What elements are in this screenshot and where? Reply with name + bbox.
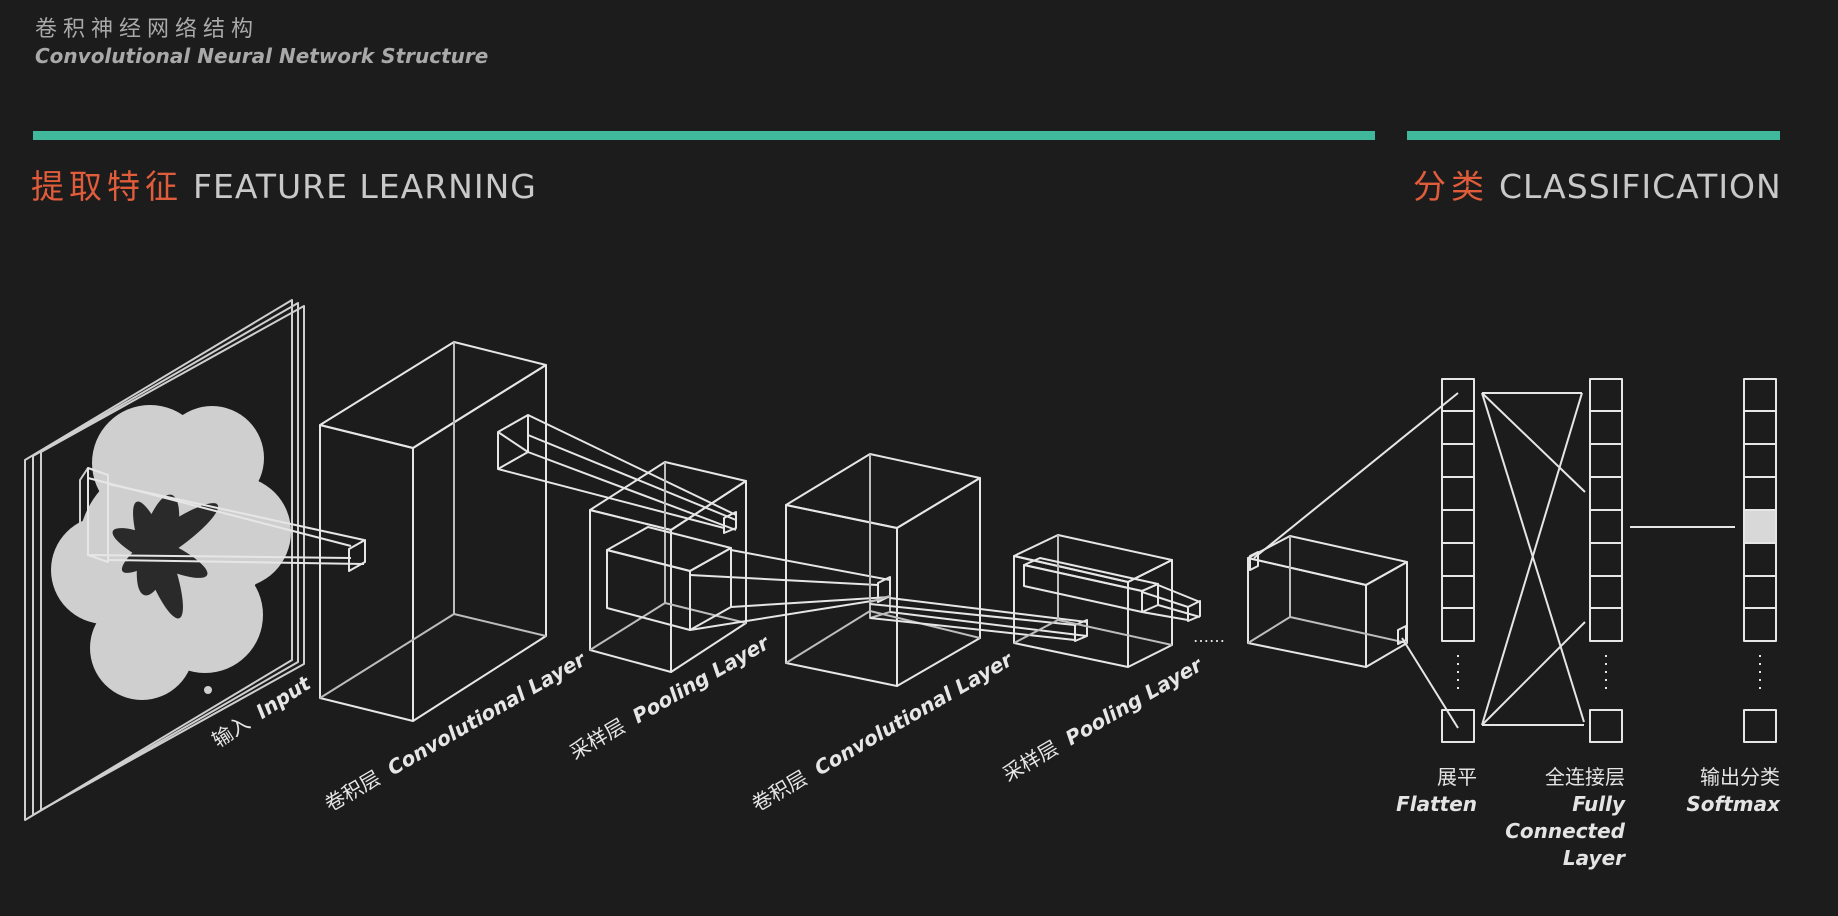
classification-heading: 分类 CLASSIFICATION	[1413, 160, 1782, 208]
input-flower-image	[51, 405, 291, 700]
final-feature-box	[1247, 535, 1408, 668]
pool2-kernel-projection	[1141, 584, 1201, 622]
flatten-caption-zh: 展平	[1437, 765, 1477, 789]
feature-learning-en: FEATURE LEARNING	[193, 167, 537, 206]
flatten-caption: 展平 Flatten	[1370, 764, 1477, 818]
softmax-caption-zh: 输出分类	[1700, 765, 1780, 789]
pool2-label: 采样层 Pooling Layer	[999, 652, 1208, 786]
fc-caption: 全连接层 Fully Connected Layer	[1500, 764, 1625, 872]
conv2-box	[785, 453, 981, 687]
pool1-kernel-projection	[689, 549, 891, 631]
conv2-kernel-projection	[869, 597, 1088, 642]
pool2-label-zh: 采样层	[999, 736, 1063, 787]
softmax-caption: 输出分类 Softmax	[1650, 764, 1780, 818]
conv2-label: 卷积层 Convolutional Layer	[748, 647, 1018, 817]
classification-zh: 分类	[1413, 167, 1489, 206]
pool1-label: 采样层 Pooling Layer	[566, 630, 775, 764]
flatten-caption-en: Flatten	[1396, 792, 1477, 816]
conv1-label-en: Convolutional Layer	[383, 647, 590, 781]
fc-caption-en: Fully Connected Layer	[1505, 792, 1625, 870]
input-kernel-projection	[87, 477, 366, 572]
title-chinese: 卷积神经网络结构	[35, 17, 260, 42]
conv1-kernel-projection	[497, 414, 737, 534]
fc-caption-zh: 全连接层	[1545, 765, 1625, 789]
conv2-label-zh: 卷积层	[748, 766, 812, 817]
feature-learning-heading: 提取特征 FEATURE LEARNING	[31, 160, 537, 208]
softmax-column	[1743, 378, 1777, 743]
pool1-label-en: Pooling Layer	[628, 630, 774, 728]
ellipsis-dots: ……	[1193, 627, 1225, 646]
pool1-label-zh: 采样层	[566, 714, 630, 765]
fc-connections	[1481, 392, 1586, 726]
input-label-zh: 输入	[208, 710, 255, 752]
input-channels	[24, 299, 305, 821]
softmax-caption-en: Softmax	[1686, 792, 1780, 816]
conv1-box	[319, 341, 547, 722]
fc-column	[1589, 378, 1623, 743]
conv2-label-en: Convolutional Layer	[810, 647, 1017, 781]
classification-en: CLASSIFICATION	[1499, 167, 1782, 206]
flatten-connections	[1253, 392, 1459, 729]
pool2-box	[1013, 534, 1173, 668]
conv1-label-zh: 卷积层	[321, 766, 385, 817]
feature-learning-zh: 提取特征	[31, 167, 183, 206]
pool2-label-en: Pooling Layer	[1061, 652, 1207, 750]
flatten-column	[1441, 378, 1475, 743]
feature-learning-bar	[33, 131, 1375, 140]
title-english: Convolutional Neural Network Structure	[35, 44, 489, 68]
classification-bar	[1407, 131, 1780, 140]
pool1-box	[589, 461, 747, 673]
